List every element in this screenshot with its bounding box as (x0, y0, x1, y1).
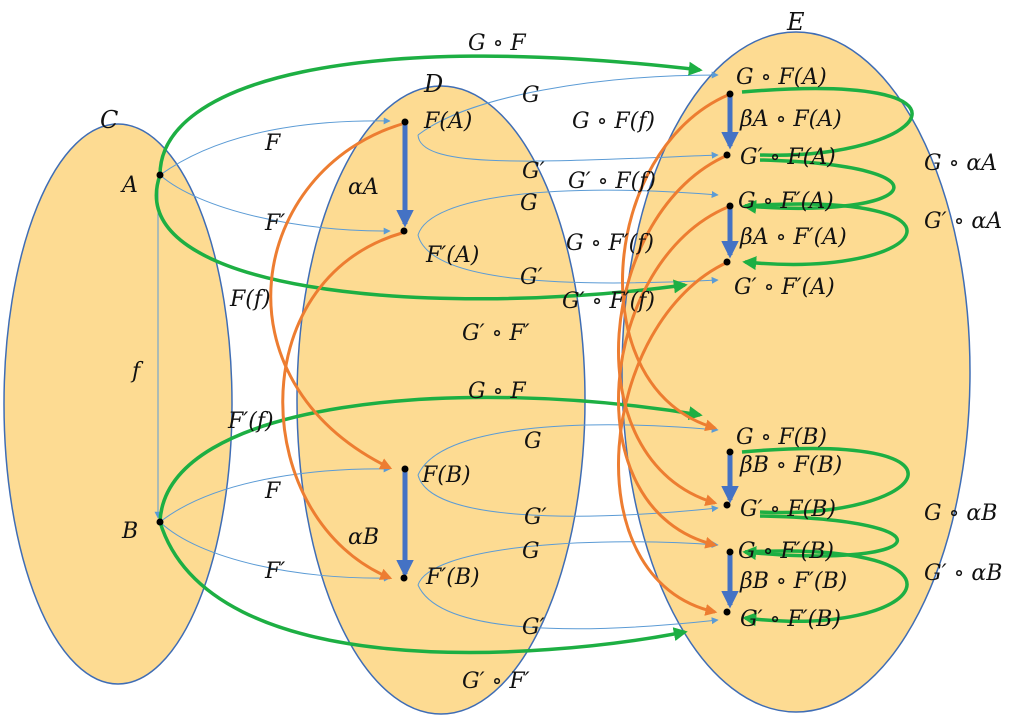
arrow-f2-a (159, 174, 391, 235)
dot-a (156, 171, 164, 179)
composite-gf-top-label: G ∘ F (468, 31, 526, 56)
functor-g2-1-label: G′ (522, 159, 545, 184)
dot-gfa (726, 90, 734, 98)
arrow-g2-alpha-a (742, 202, 909, 271)
functor-g4-label: G (522, 539, 540, 564)
dot-fa (401, 118, 409, 126)
arrow-f2f (281, 231, 403, 580)
dot-gf2b (726, 548, 734, 556)
arrow-g-fa (417, 71, 719, 136)
arrow-g2-f2b (417, 584, 719, 630)
object-fa-label: F(A) (423, 109, 472, 134)
nat-beta-f2b-label: βB ∘ F′(B) (739, 569, 847, 594)
object-g2f2a-label: G′ ∘ F′(A) (734, 275, 835, 300)
functor-g2-2-label: G′ (520, 265, 543, 290)
arrow-g2-fb (417, 474, 719, 517)
dot-gfb (726, 448, 734, 456)
dot-b (156, 518, 164, 526)
dot-f2b (400, 574, 408, 582)
arrow-f2-b (159, 521, 391, 582)
composite-g2f2-bot-label: G′ ∘ F′ (462, 669, 530, 694)
arrow-f-a (159, 117, 391, 176)
arrow-g2f2f (616, 260, 729, 616)
arrow-g2-f2a (417, 234, 719, 284)
object-fb-label: F(B) (421, 463, 471, 488)
morphism-gff-label: G ∘ F(f) (572, 109, 655, 134)
arrow-f-b (159, 465, 391, 523)
functor-g1-label: G (522, 83, 540, 108)
arrow-g2f2-b (158, 521, 688, 655)
object-g2fa-label: G′ ∘ F(A) (740, 145, 836, 170)
arrow-g-alpha-a-2 (742, 158, 896, 214)
arrow-g-fb (417, 424, 719, 476)
category-c-label: C (100, 106, 118, 134)
functor-g2-label: G (520, 191, 538, 216)
category-d-label: D (423, 70, 443, 98)
object-f2b-label: F′(B) (425, 565, 480, 590)
dot-g2f2b (723, 608, 731, 616)
functor-f2-top-label: F′ (264, 211, 285, 236)
composite-arrows (154, 54, 914, 655)
functor-f-bot-label: F (264, 479, 281, 504)
arrow-g2f2-a (154, 174, 688, 301)
arrow-g-alpha-b (741, 446, 910, 515)
arrow-gff (621, 93, 729, 432)
category-c-ellipse (3, 123, 233, 685)
morphism-g2f2f-label: G′ ∘ F′(f) (562, 289, 655, 314)
arrow-g2ff (616, 153, 729, 507)
object-dots (156, 90, 734, 616)
functor-f-top-label: F (264, 131, 281, 156)
morphism-arrows (269, 93, 729, 616)
nat-beta-fa-label: βA ∘ F(A) (739, 107, 842, 132)
object-a-label: A (120, 173, 138, 198)
dot-gf2a (726, 202, 734, 210)
arrow-ff (269, 122, 403, 470)
morphism-gf2f-label: G ∘ F′(f) (566, 231, 654, 256)
dot-g2fa (723, 151, 731, 159)
nat-beta-f2a-label: βA ∘ F′(A) (739, 225, 847, 250)
object-gfa-label: G ∘ F(A) (736, 65, 827, 90)
functor-g3-label: G (524, 429, 542, 454)
nat-g-alpha-a-label: G ∘ αA (924, 151, 997, 176)
arrow-g-f2b (417, 541, 719, 586)
functor-f2-bot-label: F′ (264, 559, 285, 584)
dot-fb (401, 465, 409, 473)
composite-g2f2-top-label: G′ ∘ F′ (462, 321, 530, 346)
category-e-label: E (786, 8, 805, 36)
functor-arrows (154, 71, 719, 630)
object-g2f2b-label: G′ ∘ F′(B) (740, 607, 841, 632)
dot-g2fb (723, 501, 731, 509)
arrow-g2-fa (417, 134, 719, 162)
nat-g-alpha-b-label: G ∘ αB (924, 501, 997, 526)
functor-g2-3-label: G′ (524, 505, 547, 530)
morphism-ff-label: F(f) (229, 287, 271, 312)
functor-g2-4-label: G′ (522, 615, 545, 640)
nat-arrows (396, 96, 739, 609)
nat-g2-alpha-a-label: G′ ∘ αA (924, 209, 1002, 234)
arrow-g-alpha-b-2 (742, 514, 899, 561)
object-b-label: B (121, 519, 138, 544)
object-g2fb-label: G′ ∘ F(B) (740, 497, 836, 522)
morphism-g2ff-label: G′ ∘ F(f) (568, 169, 656, 194)
arrow-gf-a (158, 54, 703, 176)
morphism-f2f-label: F′(f) (227, 409, 274, 434)
dot-g2f2a (723, 258, 731, 266)
arrow-g-f2a (417, 189, 719, 236)
composite-gf-bot-label: G ∘ F (468, 379, 526, 404)
object-gf2a-label: G ∘ F′(A) (738, 189, 834, 214)
nat-beta-fb-label: βB ∘ F(B) (739, 453, 842, 478)
nat-alpha-a-label: αA (348, 175, 379, 200)
dot-f2a (400, 227, 408, 235)
arrow-gf-b (158, 395, 703, 523)
arrow-g-alpha-a (741, 86, 914, 157)
arrow-gf2f (616, 205, 729, 549)
nat-g2-alpha-b-label: G′ ∘ αB (924, 561, 1002, 586)
object-gfb-label: G ∘ F(B) (736, 425, 827, 450)
object-f2a-label: F′(A) (425, 243, 479, 268)
object-gf2b-label: G ∘ F′(B) (738, 539, 834, 564)
nat-alpha-b-label: αB (348, 525, 379, 550)
arrow-g2-alpha-b (742, 549, 909, 627)
